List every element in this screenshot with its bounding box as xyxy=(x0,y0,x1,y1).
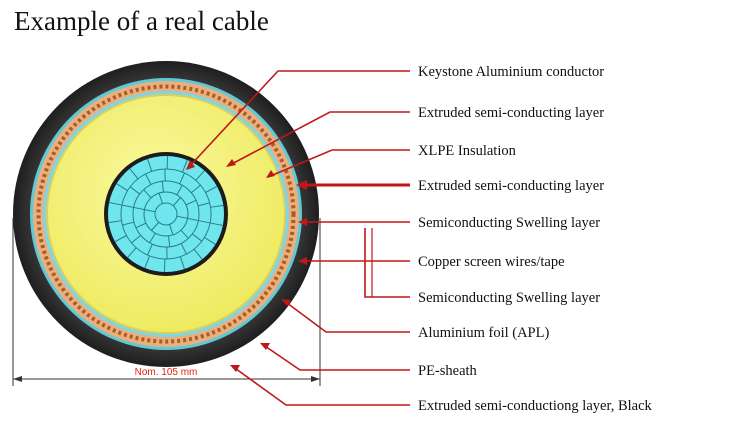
label-keystone: Keystone Aluminium conductor xyxy=(418,64,604,80)
conductor-segment-line xyxy=(114,235,127,243)
conductor-segments xyxy=(120,168,212,260)
conductor-segment-line xyxy=(127,247,137,258)
leader-extruded-black xyxy=(231,365,410,406)
conductor-segment-lines xyxy=(108,156,224,272)
conductor-segment-line xyxy=(176,215,188,219)
conductor-segment-line xyxy=(190,184,201,194)
component-labels: Keystone Aluminium conductor Extruded se… xyxy=(418,64,653,414)
conductor-segment-line xyxy=(181,159,188,173)
conductor-segment-line xyxy=(129,186,141,195)
leader-keystone xyxy=(187,70,410,169)
conductor-segment-line xyxy=(147,158,153,172)
conductor-segment-line xyxy=(161,181,164,193)
leader-aluminium xyxy=(282,299,410,333)
conductor-segment-line xyxy=(180,243,187,255)
conductor-segment-line xyxy=(143,189,152,199)
keystone-conductor xyxy=(108,156,224,272)
label-extruded-1: Extruded semi-conducting layer xyxy=(418,105,604,121)
conductor-segment-line xyxy=(180,229,189,239)
conductor-segment-line xyxy=(109,201,122,206)
conductor-segment-line xyxy=(168,235,171,247)
conductor-segment-line xyxy=(205,185,218,193)
label-extruded-black: Extruded semi-conductiong layer, Black xyxy=(418,398,653,414)
leader-extruded-1 xyxy=(227,111,410,167)
conductor-segment-line xyxy=(172,197,181,207)
conductor-segment-line xyxy=(144,209,156,213)
conductor-segment-line xyxy=(121,204,134,208)
dimension-annotation: Nom. 105 mm xyxy=(12,218,321,386)
label-copper: Copper screen wires/tape xyxy=(418,254,565,270)
leader-bracket xyxy=(364,228,410,298)
conductor-segment-line xyxy=(176,185,183,196)
conductor-segment-line xyxy=(122,221,135,226)
label-pe-sheath: PE-sheath xyxy=(418,363,478,379)
label-aluminium: Aluminium foil (APL) xyxy=(418,325,549,341)
label-swelling-2: Semiconducting Swelling layer xyxy=(418,290,600,306)
conductor-segment-line xyxy=(191,233,203,242)
conductor-segment-line xyxy=(210,204,224,208)
label-extruded-2: Extruded semi-conducting layer xyxy=(418,178,604,194)
conductor-segment-line xyxy=(135,222,147,229)
conductor-segment-line xyxy=(179,256,185,270)
conductor-segment-line xyxy=(198,220,211,224)
conductor-segment-line xyxy=(195,170,205,181)
conductor-segment-line xyxy=(210,222,223,227)
conductor-segment-line xyxy=(144,255,151,269)
dimension-label: Nom. 105 mm xyxy=(135,367,198,378)
conductor-segment-line xyxy=(158,192,163,204)
conductor-segment-line xyxy=(151,221,160,231)
conductor-segment-line xyxy=(204,237,216,245)
conductor-segment-line xyxy=(133,206,145,211)
leader-pe-sheath xyxy=(261,343,410,371)
conductor-segment-line xyxy=(149,232,156,243)
leader-arrowheads xyxy=(186,159,307,372)
conductor-segment-line xyxy=(179,172,185,185)
leader-xlpe xyxy=(267,149,410,178)
copper-screen-ring xyxy=(36,84,296,344)
conductor-segment-line xyxy=(147,243,153,256)
conductor-segment-line xyxy=(129,168,139,180)
leader-lines xyxy=(187,70,410,406)
conductor-segment-line xyxy=(185,199,197,206)
conductor-segment-line xyxy=(193,248,203,260)
conductor-segment-line xyxy=(131,234,142,244)
conductor-segment-line xyxy=(197,202,210,207)
label-swelling-1: Semiconducting Swelling layer xyxy=(418,215,600,231)
conductor-segment-line xyxy=(169,224,174,236)
conductor-segment-line xyxy=(187,217,199,222)
conductor-segment-line xyxy=(145,173,152,185)
cable-rings xyxy=(13,61,319,367)
conductor-segment-line xyxy=(116,183,128,191)
conductor-segment-line xyxy=(108,220,122,224)
label-xlpe: XLPE Insulation xyxy=(418,143,517,159)
page-title: Example of a real cable xyxy=(14,6,269,36)
